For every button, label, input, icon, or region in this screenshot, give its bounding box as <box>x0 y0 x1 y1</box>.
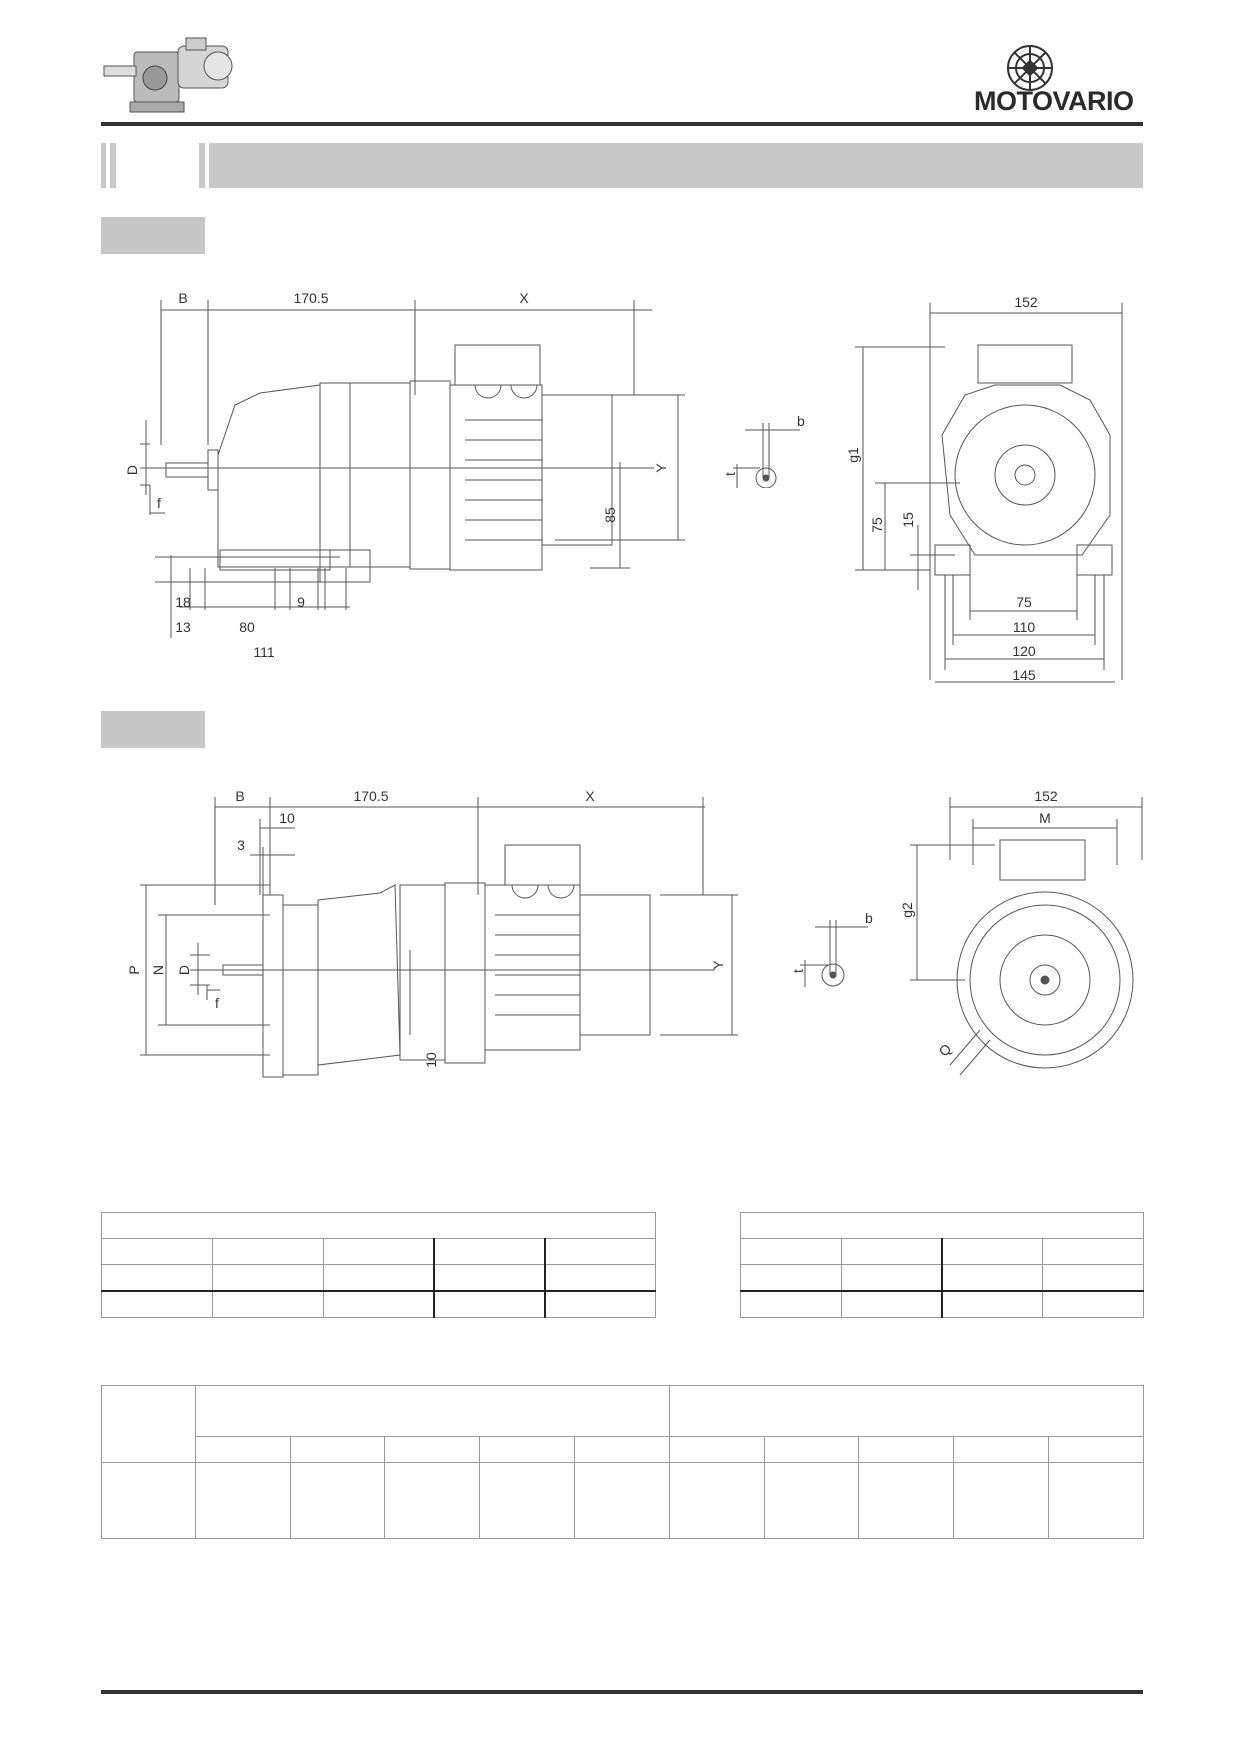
header-rule <box>101 122 1143 126</box>
dim-top-x: X <box>519 290 529 306</box>
dim-front-bot-q: Q <box>935 1040 954 1059</box>
shaft-key-detail-bottom: b t <box>790 910 873 987</box>
section-label-bottom <box>101 711 205 748</box>
footer-rule <box>101 1690 1143 1694</box>
title-bar-stripe-1 <box>101 143 106 188</box>
dim-bot-10a: 10 <box>279 810 295 826</box>
dim-front-bot-m: M <box>1039 810 1051 826</box>
dim-top-13: 13 <box>175 619 191 635</box>
side-view-drawing-top: B 170.5 X D f Y 85 18 9 13 80 111 <box>124 290 685 660</box>
table-left-header <box>101 1212 656 1239</box>
dim-top-9: 9 <box>297 594 305 610</box>
dim-top-111: 111 <box>253 644 274 660</box>
dim-top-y: Y <box>653 463 669 473</box>
dim-bot-key-t: t <box>790 969 806 973</box>
dim-bot-b: B <box>235 788 244 804</box>
side-view-drawing-bottom: B 170.5 X 10 3 P N D f Y 10 <box>126 788 738 1078</box>
title-bar <box>209 143 1143 188</box>
dim-top-key-b: b <box>797 413 805 429</box>
dim-bot-3: 3 <box>237 837 245 853</box>
dim-top-f: f <box>157 495 161 511</box>
dim-front-top-15: 15 <box>900 512 916 528</box>
motovario-logo-icon <box>1007 45 1053 91</box>
section-label-top <box>101 217 205 254</box>
front-view-drawing-top: 152 g1 75 15 75 110 120 145 <box>845 294 1123 683</box>
dim-bot-p: P <box>126 965 142 974</box>
dim-top-key-t: t <box>722 472 738 476</box>
dim-front-top-145: 145 <box>1012 667 1036 683</box>
dim-front-top-110: 110 <box>1013 619 1036 635</box>
front-view-drawing-bottom: 152 M g2 Q <box>899 788 1143 1076</box>
dim-bot-n: N <box>150 965 166 975</box>
dim-front-bot-g2: g2 <box>899 902 915 918</box>
table-right-header <box>740 1212 1144 1239</box>
brand-name: MOTOVARIO <box>974 86 1134 116</box>
dim-front-bot-152: 152 <box>1034 788 1058 804</box>
dim-top-d: D <box>124 465 140 475</box>
dim-front-top-75v: 75 <box>869 517 885 533</box>
title-bar-stripe-3 <box>199 143 205 188</box>
title-bar-stripe-2 <box>110 143 116 188</box>
dim-top-1705: 170.5 <box>293 290 328 306</box>
dimension-table-left <box>101 1212 656 1318</box>
dim-top-80: 80 <box>239 619 255 635</box>
dim-bot-x: X <box>585 788 595 804</box>
dim-front-top-152: 152 <box>1014 294 1038 310</box>
dim-top-18: 18 <box>175 594 191 610</box>
dim-front-top-120: 120 <box>1012 643 1036 659</box>
dim-bot-10b: 10 <box>423 1052 439 1068</box>
shaft-key-detail-top: b t <box>722 413 805 488</box>
dimension-table-right <box>740 1212 1144 1318</box>
dim-top-85: 85 <box>602 507 618 523</box>
dim-top-b: B <box>178 290 187 306</box>
motor-table <box>101 1385 1145 1539</box>
dim-front-top-g1: g1 <box>845 447 861 463</box>
dim-bot-1705: 170.5 <box>353 788 388 804</box>
dim-bot-y: Y <box>710 960 726 970</box>
dim-front-top-75: 75 <box>1016 594 1032 610</box>
dim-bot-key-b: b <box>865 910 873 926</box>
gearmotor-icon <box>103 37 233 113</box>
dim-bot-f: f <box>215 995 219 1011</box>
dim-bot-d: D <box>176 965 192 975</box>
